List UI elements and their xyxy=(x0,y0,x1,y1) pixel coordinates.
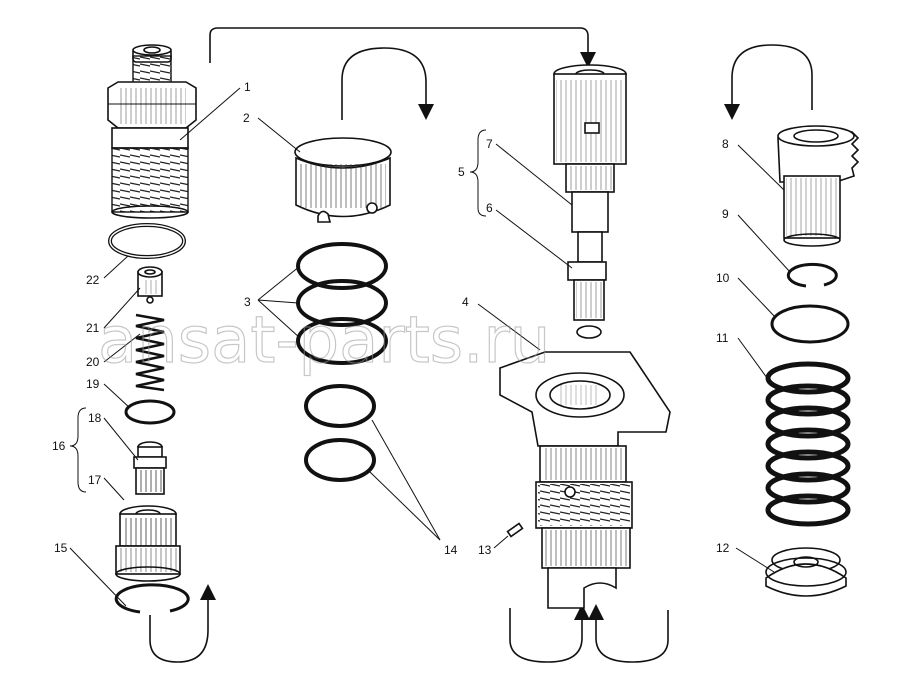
leader-10 xyxy=(737,277,777,319)
leader-14b xyxy=(369,471,441,541)
arrow-sleeve-loop xyxy=(724,44,813,120)
part-10-washer xyxy=(770,304,850,344)
leader-15 xyxy=(69,547,127,607)
part-15-snap-ring xyxy=(114,583,190,614)
leader-19 xyxy=(103,383,131,409)
leader-14a xyxy=(371,419,441,541)
leader-lines xyxy=(69,87,791,607)
callout-7: 7 xyxy=(486,137,493,151)
leader-9 xyxy=(737,214,791,273)
part-19-washer xyxy=(124,399,176,425)
arrow-bottom-mid-loop-1 xyxy=(509,604,590,663)
leader-21 xyxy=(103,287,141,329)
callout-18: 18 xyxy=(88,411,102,425)
part-21-valve xyxy=(137,266,163,304)
leader-13 xyxy=(493,535,509,549)
leader-18 xyxy=(103,417,139,461)
part-9-retaining-ring xyxy=(786,262,838,288)
callout-labels: 1 2 3 4 5 6 7 8 9 10 11 12 13 14 15 16 1… xyxy=(52,80,730,557)
callout-21: 21 xyxy=(86,321,100,335)
callout-9: 9 xyxy=(722,207,729,221)
leader-3b xyxy=(257,299,299,304)
leader-3c xyxy=(257,299,301,339)
watermark-text: ansat-parts.ru xyxy=(98,304,550,378)
callout-12: 12 xyxy=(716,541,730,555)
part-6-plunger-tip xyxy=(567,261,607,339)
arrow-bottom-mid-loop-2 xyxy=(588,604,669,663)
part-7-plunger xyxy=(553,64,627,263)
leader-20 xyxy=(103,333,141,363)
callout-4: 4 xyxy=(462,295,469,309)
leader-7 xyxy=(495,143,573,206)
part-12-spring-seat xyxy=(765,547,847,597)
callout-1: 1 xyxy=(244,80,251,94)
callout-8: 8 xyxy=(722,137,729,151)
part-20-spring xyxy=(135,313,165,392)
leader-16-brace xyxy=(69,407,87,493)
callout-3: 3 xyxy=(244,295,251,309)
callout-20: 20 xyxy=(86,355,100,369)
callout-15: 15 xyxy=(54,541,68,555)
assembly-arrows xyxy=(149,27,813,663)
part-1-fitting xyxy=(107,44,197,219)
callout-16: 16 xyxy=(52,439,66,453)
leader-2 xyxy=(257,117,301,153)
callout-19: 19 xyxy=(86,377,100,391)
part-18-valve-body xyxy=(133,441,167,495)
callout-2: 2 xyxy=(243,111,250,125)
callout-11: 11 xyxy=(716,331,729,345)
leader-22 xyxy=(103,255,129,279)
part-2-sleeve xyxy=(294,137,392,223)
callout-13: 13 xyxy=(478,543,492,557)
arrow-top-connector xyxy=(209,27,596,68)
part-11-spring xyxy=(765,361,851,527)
leader-4 xyxy=(477,303,541,351)
part-8-control-sleeve xyxy=(777,125,860,247)
callout-5: 5 xyxy=(458,165,465,179)
part-22-o-ring xyxy=(108,223,186,259)
leader-8 xyxy=(737,144,785,191)
part-13-pin xyxy=(506,522,524,538)
callout-17: 17 xyxy=(88,473,102,487)
arrow-ring-loop xyxy=(341,47,434,120)
callout-22: 22 xyxy=(86,273,100,287)
leader-11 xyxy=(737,337,771,383)
leader-3a xyxy=(257,265,301,301)
part-14-o-rings xyxy=(304,384,376,482)
leader-12 xyxy=(735,547,775,573)
callout-6: 6 xyxy=(486,201,493,215)
part-17-nut xyxy=(115,505,181,582)
part-4-barrel xyxy=(499,351,671,609)
leader-1 xyxy=(179,87,241,141)
callout-14: 14 xyxy=(444,543,458,557)
callout-10: 10 xyxy=(716,271,730,285)
leader-6 xyxy=(495,209,573,269)
leader-17 xyxy=(103,477,125,501)
leader-5-brace xyxy=(469,129,487,217)
arrow-bottom-left-loop xyxy=(149,584,216,663)
